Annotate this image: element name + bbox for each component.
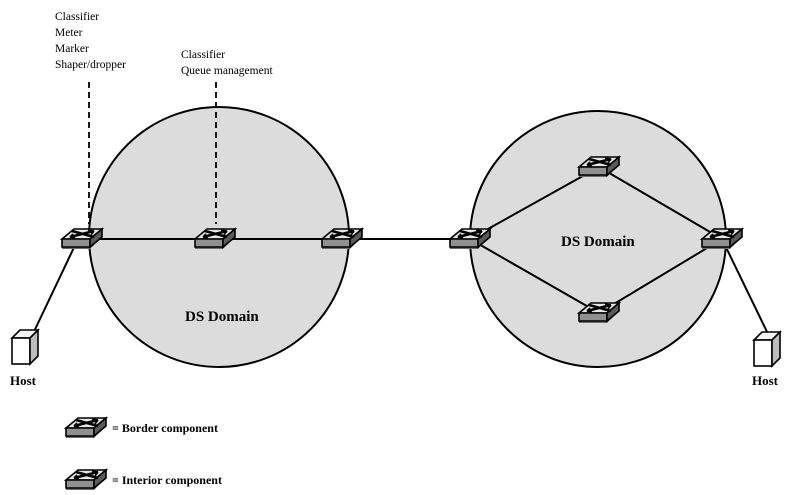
right-annotation-text: Classifier Queue management (181, 49, 273, 77)
legend-border-icon (64, 416, 108, 440)
host-left-label: Host (10, 373, 37, 388)
host-right-label: Host (752, 373, 779, 388)
annotation-classifier-2: Classifier (181, 49, 225, 61)
annotation-queue-management: Queue management (181, 65, 273, 77)
annotation-marker: Marker (55, 43, 89, 55)
annotation-meter: Meter (55, 27, 83, 39)
annotation-shaper-dropper: Shaper/dropper (55, 59, 126, 71)
left-domain-label: DS Domain (185, 309, 259, 325)
annotation-classifier: Classifier (55, 11, 99, 23)
host-right-icon (752, 330, 782, 368)
legend-interior-label: = Interior component (112, 473, 222, 487)
host-left-icon (10, 328, 40, 366)
left-annotation-text: Classifier Meter Marker Shaper/dropper (55, 11, 126, 71)
right-domain-label: DS Domain (561, 234, 635, 250)
legend-border-label: = Border component (112, 421, 218, 435)
legend-interior-icon (64, 468, 108, 492)
